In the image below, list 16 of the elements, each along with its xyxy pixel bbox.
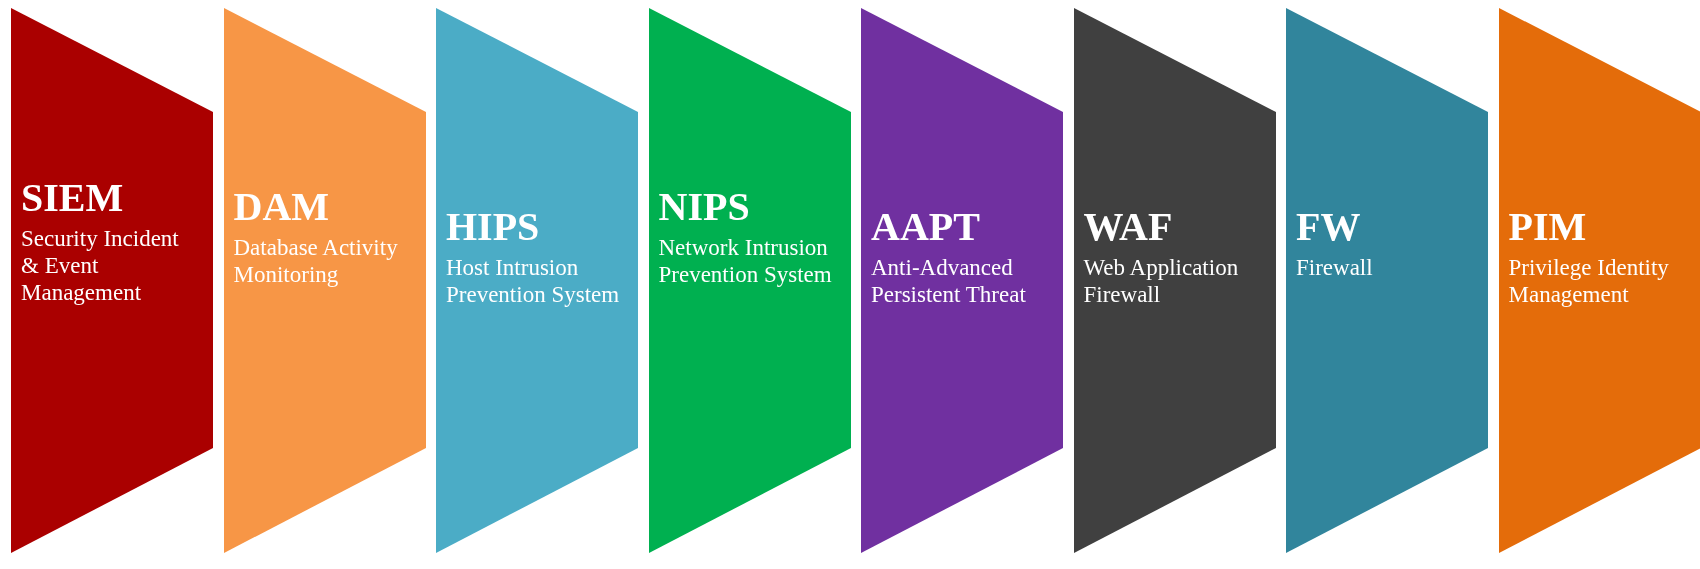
- panel-heading: SIEM: [21, 175, 124, 221]
- panel-description: Anti-Advanced Persistent Threat: [871, 254, 1027, 308]
- panel-description: Firewall: [1296, 254, 1373, 281]
- panel-heading: FW: [1296, 204, 1361, 250]
- panel-heading: NIPS: [658, 184, 750, 230]
- panel-description: Security Incident & Event Management: [21, 225, 180, 306]
- panel-description: Web Application Firewall: [1083, 254, 1240, 308]
- panel-description: Network Intrusion Prevention System: [658, 234, 833, 288]
- panel-description: Host Intrusion Prevention System: [446, 254, 621, 308]
- panel-heading: WAF: [1083, 204, 1173, 250]
- panel-description: Database Activity Monitoring: [233, 234, 399, 288]
- panel-heading: AAPT: [871, 204, 980, 250]
- panel-heading: PIM: [1508, 204, 1587, 250]
- panel-heading: DAM: [233, 184, 330, 230]
- panel-description: Privilege Identity Management: [1508, 254, 1670, 308]
- panel-heading: HIPS: [446, 204, 540, 250]
